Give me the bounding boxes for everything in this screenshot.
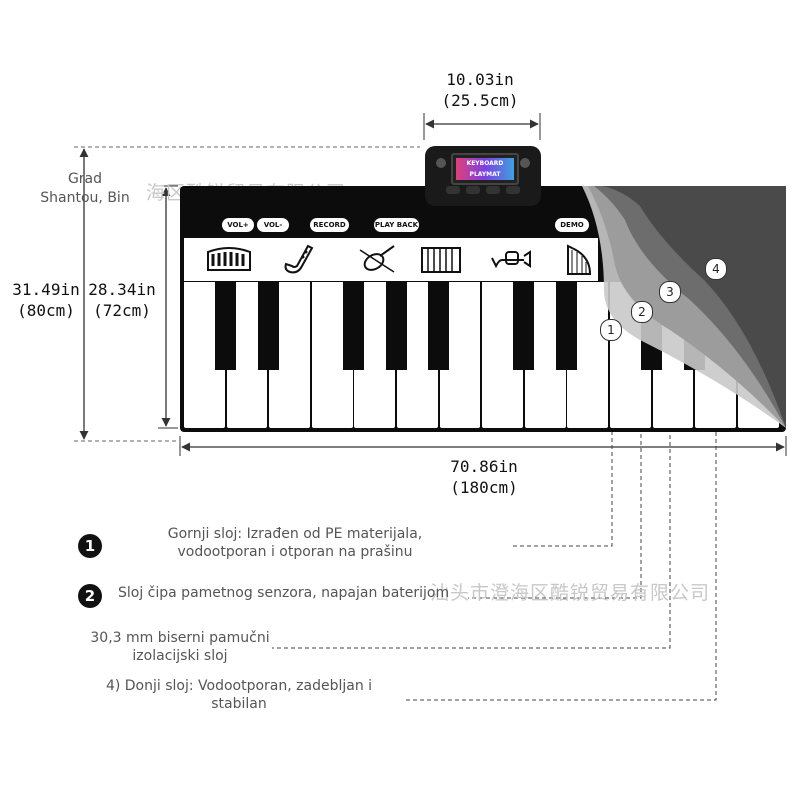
vol-up-button[interactable]: VOL+	[222, 218, 254, 232]
piano-icon[interactable]	[204, 242, 254, 277]
console-button[interactable]	[466, 186, 480, 194]
layer-4-line1: 4) Donji sloj: Vodootporan, zadebljan i	[105, 678, 373, 694]
console-knob-right[interactable]	[520, 158, 530, 168]
console-button[interactable]	[486, 186, 500, 194]
screen-line2: PLAYMAT	[469, 171, 501, 178]
screen-display: KEYBOARD PLAYMAT	[456, 158, 514, 180]
console-width-cm: (25.5cm)	[441, 91, 519, 110]
location-line1: Grad	[67, 171, 103, 187]
console-button-row	[446, 186, 522, 196]
layer-marker-4: 4	[705, 258, 727, 280]
black-key[interactable]	[513, 282, 535, 370]
black-key[interactable]	[257, 282, 279, 370]
layer-marker-2: 2	[631, 301, 653, 323]
total-height-in: 31.49in	[12, 280, 80, 299]
mat-height-cm: (72cm)	[93, 301, 151, 320]
layer-3-line2: izolacijski sloj	[132, 648, 228, 664]
black-key[interactable]	[342, 282, 364, 370]
console-width-label: 10.03in (25.5cm)	[420, 69, 540, 111]
total-height-label: 31.49in (80cm)	[6, 279, 86, 321]
instrument-strip	[184, 238, 598, 281]
violin-icon[interactable]	[352, 242, 402, 277]
layer-3-line1: 30,3 mm biserni pamučni	[90, 630, 270, 646]
location-label: Grad Shantou, Bin	[30, 170, 140, 208]
watermark-bottom: 汕头市澄海区酷锐贸易有限公司	[430, 582, 711, 604]
black-key[interactable]	[385, 282, 407, 370]
vol-down-button[interactable]: VOL-	[257, 218, 289, 232]
layer-1-line2: vodootporan i otporan na prašinu	[177, 544, 413, 560]
black-key[interactable]	[215, 282, 237, 370]
mat-width-cm: (180cm)	[450, 478, 518, 497]
demo-button[interactable]: DEMO	[555, 218, 589, 232]
layer-2-line1: Sloj čipa pametnog senzora, napajan bate…	[118, 585, 450, 601]
record-button[interactable]: RECORD	[310, 218, 349, 232]
console-button[interactable]	[446, 186, 460, 194]
layer-bullet-2: 2	[78, 584, 102, 608]
console-button[interactable]	[506, 186, 520, 194]
layer-marker-3: 3	[659, 281, 681, 303]
console-knob-left[interactable]	[436, 158, 446, 168]
screen-line1: KEYBOARD	[466, 160, 504, 167]
black-key[interactable]	[428, 282, 450, 370]
layer-1-line1: Gornji sloj: Izrađen od PE materijala,	[167, 526, 423, 542]
layer-4-description: 4) Donji sloj: Vodootporan, zadebljan i …	[80, 677, 398, 713]
layer-bullet-1: 1	[78, 534, 102, 558]
console-width-in: 10.03in	[446, 70, 514, 89]
play-back-button[interactable]: PLAY BACK	[374, 218, 419, 232]
control-bar: VOL+ VOL- RECORD PLAY BACK DEMO	[183, 214, 783, 238]
layer-marker-1: 1	[600, 319, 622, 341]
mat-width-label: 70.86in (180cm)	[424, 456, 544, 498]
trumpet-icon[interactable]	[486, 242, 536, 277]
total-height-cm: (80cm)	[17, 301, 75, 320]
layer-2-description: Sloj čipa pametnog senzora, napajan bate…	[118, 584, 468, 602]
accordion-icon[interactable]	[416, 242, 466, 277]
mat-height-label: 28.34in (72cm)	[82, 279, 162, 321]
saxophone-icon[interactable]	[278, 242, 328, 277]
mat-width-in: 70.86in	[450, 457, 518, 476]
mat-height-in: 28.34in	[88, 280, 156, 299]
black-key[interactable]	[555, 282, 577, 370]
console-screen: KEYBOARD PLAYMAT	[451, 153, 519, 185]
layer-1-description: Gornji sloj: Izrađen od PE materijala, v…	[150, 525, 440, 561]
layer-4-line2: stabilan	[211, 696, 267, 712]
layer-3-description: 30,3 mm biserni pamučni izolacijski sloj	[90, 629, 270, 665]
harp-icon[interactable]	[554, 242, 604, 277]
location-line2: Shantou, Bin	[40, 190, 130, 206]
